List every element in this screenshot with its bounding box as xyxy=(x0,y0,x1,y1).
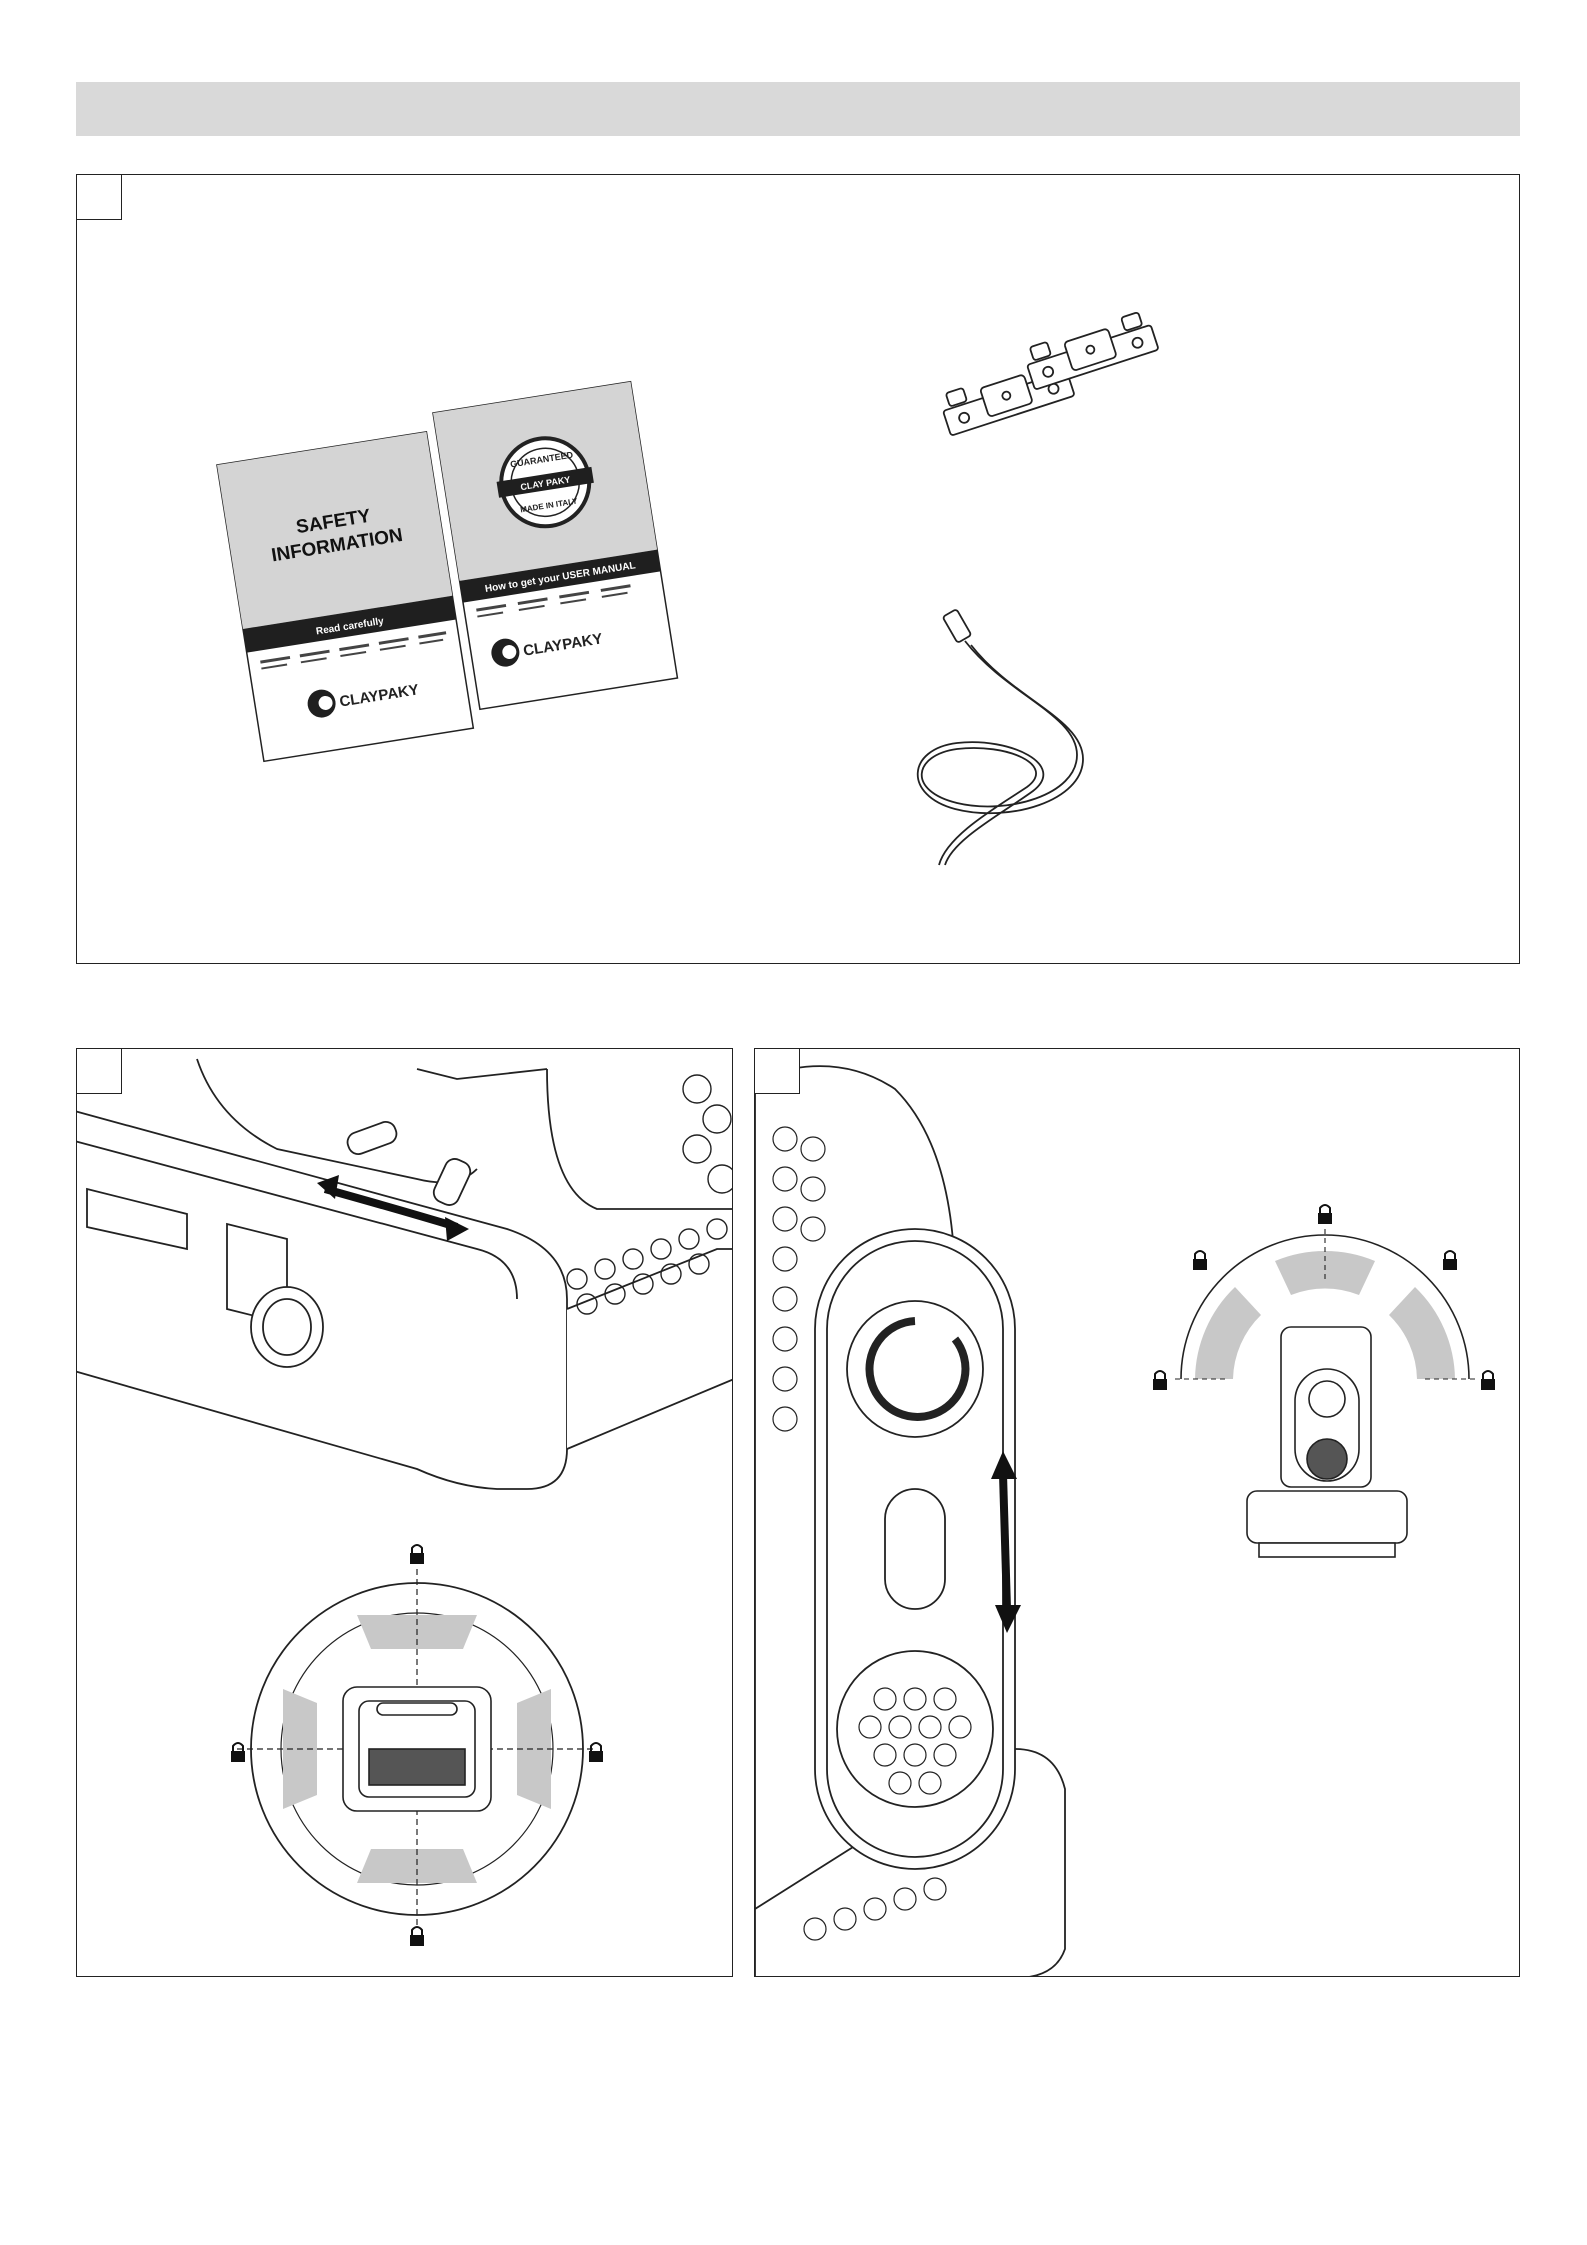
power-cable xyxy=(918,609,1083,865)
panel-label-box xyxy=(77,1049,122,1094)
panel-pan-lock xyxy=(76,1048,733,1977)
accessories-illustration: GUARANTEED CLAY PAKY MADE IN ITALY How t… xyxy=(77,175,1520,964)
fixture-arm xyxy=(755,1066,1065,1977)
fixture-base xyxy=(77,1059,733,1489)
omega-bracket xyxy=(938,310,1159,436)
panel-label-box xyxy=(77,175,122,220)
panel-accessories: GUARANTEED CLAY PAKY MADE IN ITALY How t… xyxy=(76,174,1520,964)
fixture-mini xyxy=(1247,1327,1407,1557)
tilt-lock-dial xyxy=(1153,1205,1495,1557)
manual-booklet: GUARANTEED CLAY PAKY MADE IN ITALY How t… xyxy=(433,382,677,710)
fixture-top-view xyxy=(343,1687,491,1811)
header-bar xyxy=(76,82,1520,136)
pan-lock-illustration xyxy=(77,1049,733,1977)
safety-booklet: SAFETY INFORMATION Read carefully CLAYPA… xyxy=(217,432,473,761)
panel-tilt-lock xyxy=(754,1048,1520,1977)
pan-lock-dial xyxy=(231,1545,603,1946)
tilt-lock-illustration xyxy=(755,1049,1520,1977)
panel-label-box xyxy=(755,1049,800,1094)
